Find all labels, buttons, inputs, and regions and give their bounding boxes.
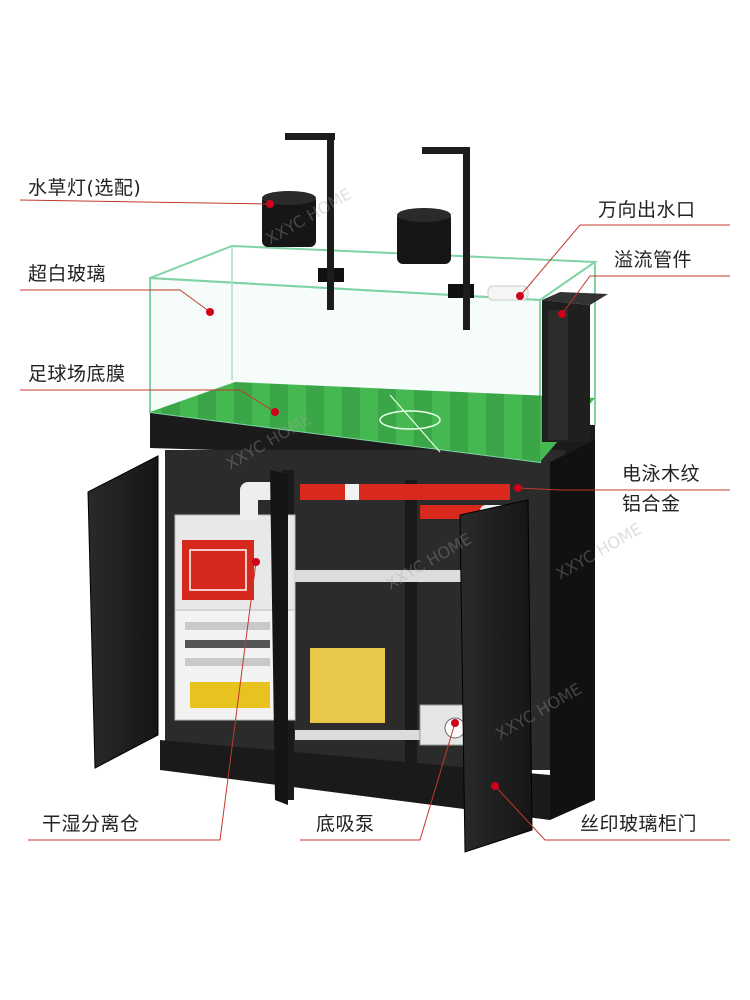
label-printed-glass-door: 丝印玻璃柜门 bbox=[580, 813, 698, 835]
glass-tank bbox=[149, 244, 599, 464]
football-film bbox=[150, 382, 595, 462]
label-aluminum-line2: 铝合金 bbox=[622, 493, 681, 515]
overflow-pipe bbox=[542, 292, 608, 442]
cabinet-door-left bbox=[87, 455, 159, 769]
label-ultra-clear-glass: 超白玻璃 bbox=[28, 263, 107, 285]
plant-light-right bbox=[397, 147, 474, 330]
label-overflow-pipe: 溢流管件 bbox=[614, 249, 693, 271]
label-dry-wet-chamber: 干湿分离仓 bbox=[42, 813, 140, 835]
cabinet-door-center bbox=[270, 470, 288, 805]
label-universal-outlet: 万向出水口 bbox=[598, 199, 696, 221]
plant-light-left bbox=[262, 133, 344, 310]
label-bottom-pump: 底吸泵 bbox=[316, 813, 375, 835]
label-aluminum-line1: 电泳木纹 bbox=[622, 463, 701, 485]
label-plant-light: 水草灯(选配) bbox=[28, 177, 142, 199]
callout-lines bbox=[19, 199, 730, 841]
printed-glass-door-right bbox=[459, 499, 533, 853]
label-football-film: 足球场底膜 bbox=[28, 363, 126, 385]
callout-dots bbox=[206, 200, 566, 790]
